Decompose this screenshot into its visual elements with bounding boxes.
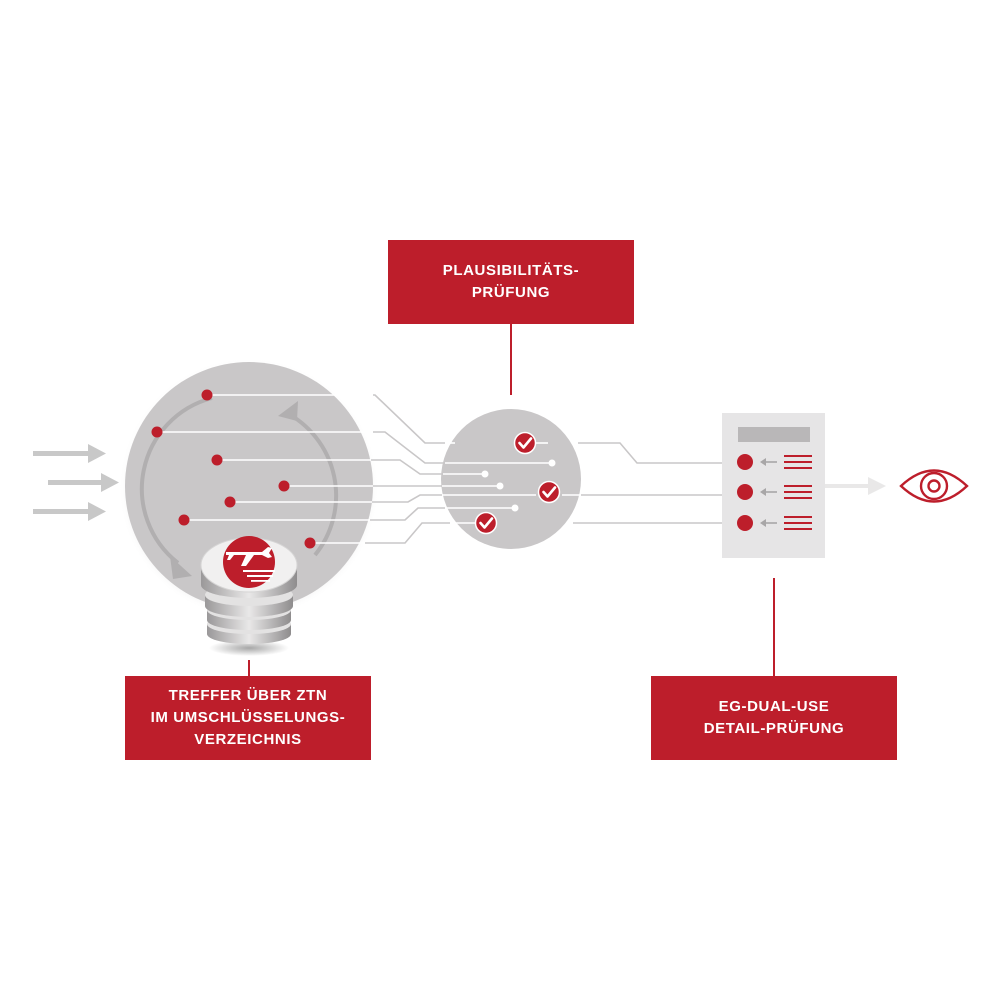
incoming-arrow xyxy=(33,444,106,463)
plausibility-label-box: PLAUSIBILITÄTS- PRÜFUNG xyxy=(388,240,634,324)
data-point xyxy=(151,426,163,438)
data-points xyxy=(151,389,316,549)
treffer-label-line: VERZEICHNIS xyxy=(194,731,302,748)
plausibility-label-line: PRÜFUNG xyxy=(471,284,551,301)
database-icon xyxy=(200,536,298,656)
output-arrow xyxy=(825,477,886,495)
data-point xyxy=(178,514,190,526)
incoming-arrow xyxy=(48,473,119,492)
treffer-label-box: TREFFER ÜBER ZTN IM UMSCHLÜSSELUNGS- VER… xyxy=(125,676,371,760)
data-point xyxy=(278,480,290,492)
plausibility-label-line: PLAUSIBILITÄTS- xyxy=(442,262,580,279)
document-row xyxy=(737,515,812,531)
rotation-arrowhead xyxy=(170,556,192,579)
rotation-arrows xyxy=(139,396,339,565)
document-icon xyxy=(722,413,825,558)
check-icon xyxy=(537,480,561,504)
data-point xyxy=(201,389,213,401)
data-point xyxy=(304,537,316,549)
output-lines xyxy=(573,442,724,524)
airplane-icon xyxy=(226,547,275,582)
eg-dual-use-label-line: DETAIL-PRÜFUNG xyxy=(703,720,845,737)
plausibility-circle xyxy=(441,409,581,549)
connection-lines-outer xyxy=(365,394,450,544)
check-icon xyxy=(474,511,498,535)
small-circle-nodes xyxy=(481,459,556,512)
eye-icon xyxy=(899,469,969,503)
data-point xyxy=(224,496,236,508)
eg-dual-use-label-line: EG-DUAL-USE xyxy=(718,698,830,715)
document-row xyxy=(737,454,812,470)
check-icon xyxy=(513,431,537,455)
treffer-label-line: TREFFER ÜBER ZTN xyxy=(168,687,328,704)
small-circle-lines xyxy=(442,442,581,524)
rotation-arrowhead xyxy=(278,401,298,421)
eg-dual-use-label-box: EG-DUAL-USE DETAIL-PRÜFUNG xyxy=(651,676,897,760)
document-row xyxy=(737,484,812,500)
incoming-arrows xyxy=(33,444,119,521)
data-point xyxy=(211,454,223,466)
incoming-arrow xyxy=(33,502,106,521)
treffer-label-line: IM UMSCHLÜSSELUNGS- xyxy=(150,709,346,726)
